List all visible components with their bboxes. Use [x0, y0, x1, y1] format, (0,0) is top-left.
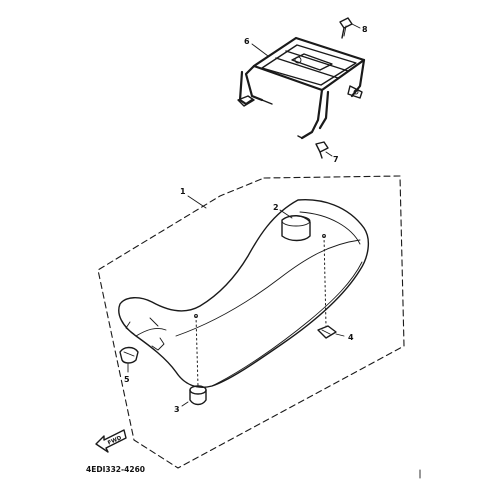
callout-1: 1: [180, 187, 186, 196]
callout-7: 7: [333, 155, 339, 164]
seat: [118, 199, 370, 388]
callout-2: 2: [273, 203, 279, 212]
mount-point-3: [194, 314, 198, 318]
mount-point-4: [322, 234, 326, 238]
callout-8: 8: [362, 25, 368, 34]
forward-arrow-label: FWD: [107, 435, 123, 447]
axis-3: [195, 315, 199, 387]
leader-6: [251, 43, 269, 57]
callout-3: 3: [174, 405, 180, 414]
leader-1: [187, 195, 207, 209]
damper-3: [189, 385, 207, 406]
callout-6: 6: [244, 37, 250, 46]
clip-4: [317, 325, 337, 339]
axis-4: [323, 235, 327, 327]
damper-5: [119, 346, 139, 364]
forward-arrow: FWD: [95, 429, 127, 453]
leader-4: [335, 333, 345, 337]
leader-2: [279, 209, 293, 219]
assembly-boundary: [97, 175, 405, 469]
callout-5: 5: [124, 375, 130, 384]
rear-carrier: [237, 36, 366, 140]
bolt-7: [315, 141, 333, 159]
drawing-code: 4EDI332-4260: [86, 465, 145, 474]
leader-3: [181, 401, 189, 407]
callout-4: 4: [348, 333, 354, 342]
bolt-8: [339, 17, 361, 39]
